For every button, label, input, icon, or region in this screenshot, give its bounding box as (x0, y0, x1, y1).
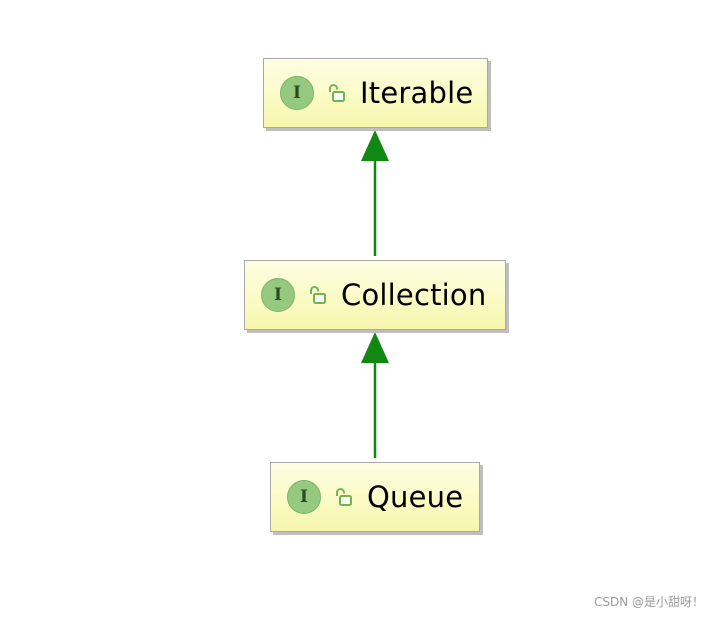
unlocked-padlock-icon (336, 488, 352, 506)
node-collection[interactable]: I Collection (244, 260, 506, 330)
arrowhead-collection (361, 332, 389, 363)
node-queue[interactable]: I Queue (270, 462, 480, 532)
watermark: CSDN @是小甜呀！ (593, 595, 704, 609)
node-label: Queue (367, 480, 464, 514)
node-label: Iterable (360, 76, 474, 110)
interface-icon: I (280, 76, 314, 110)
unlocked-padlock-icon (329, 84, 345, 102)
node-label: Collection (341, 278, 487, 312)
interface-icon: I (261, 278, 295, 312)
node-iterable[interactable]: I Iterable (263, 58, 488, 128)
arrowhead-iterable (361, 130, 389, 161)
unlocked-padlock-icon (310, 286, 326, 304)
interface-icon: I (287, 480, 321, 514)
